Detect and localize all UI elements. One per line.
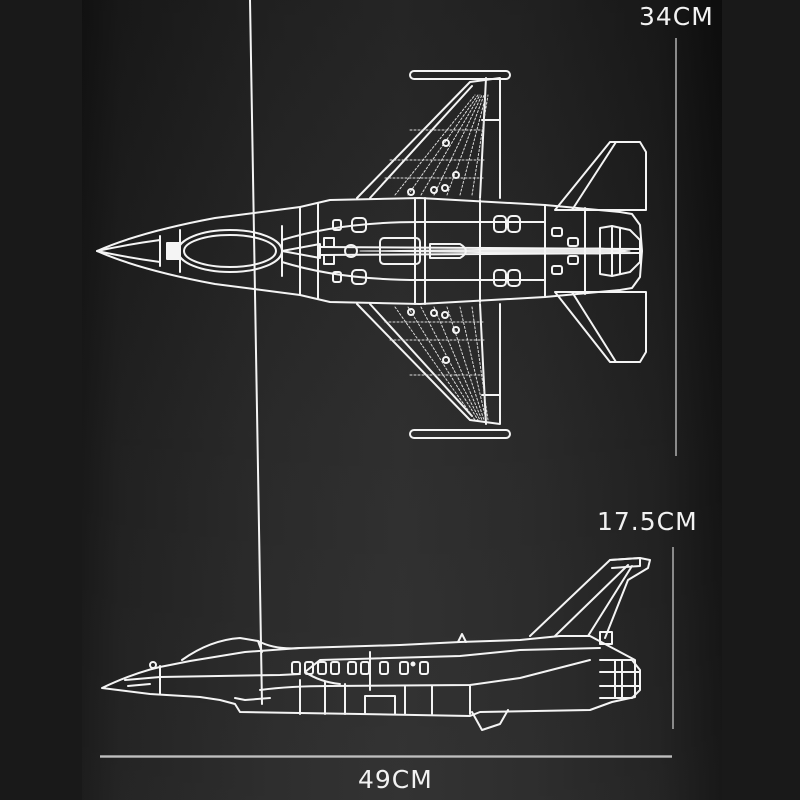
height-dimension-line <box>672 547 674 729</box>
height-label: 17.5CM <box>597 507 698 536</box>
length-dimension-line <box>100 755 672 758</box>
wingspan-dimension-line <box>675 38 677 456</box>
wingspan-label: 34CM <box>639 2 714 31</box>
top-view-aircraft <box>96 70 647 439</box>
side-view-aircraft <box>101 0 651 731</box>
blueprint-panel <box>82 0 722 800</box>
length-label: 49CM <box>358 765 433 794</box>
